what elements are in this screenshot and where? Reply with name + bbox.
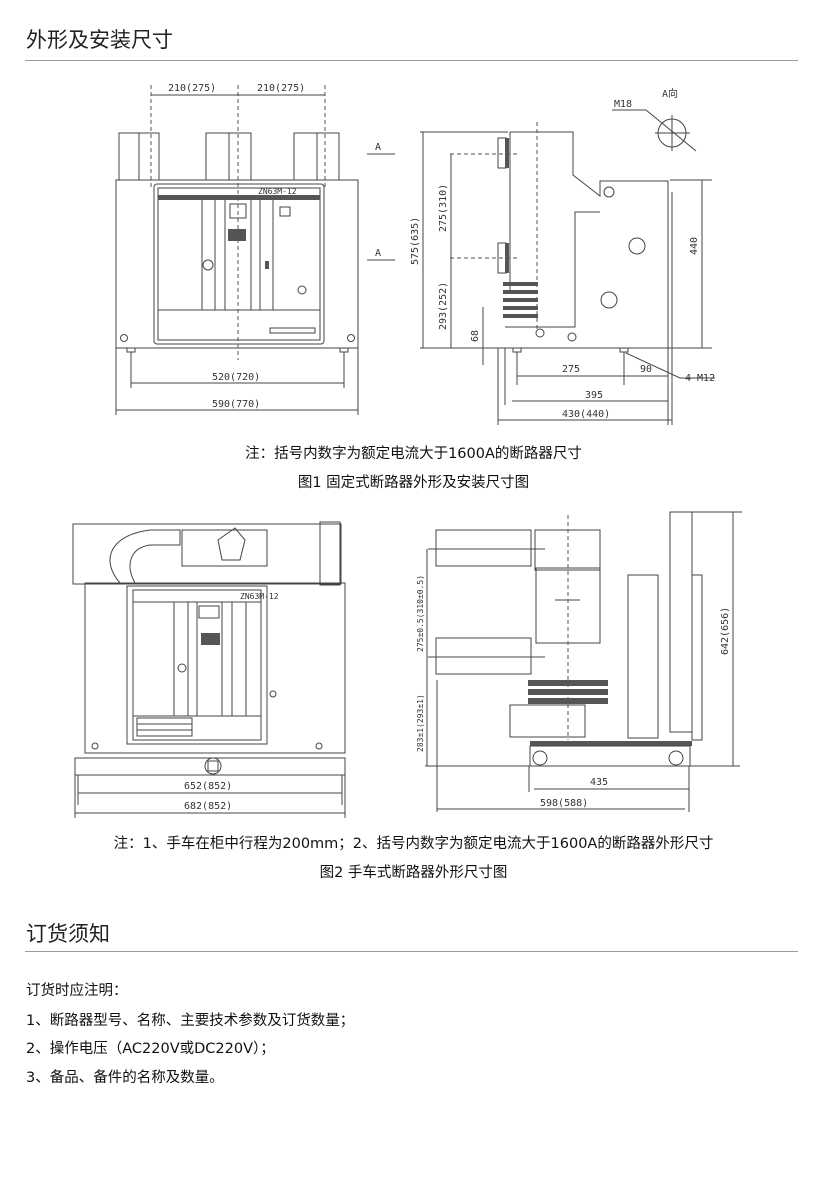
svg-text:435: 435 xyxy=(590,777,608,788)
svg-text:682(852): 682(852) xyxy=(184,801,232,812)
svg-text:210(275): 210(275) xyxy=(257,83,305,94)
figure1-front-view: 210(275) 210(275) ZN63M-12 520(720) 590(… xyxy=(115,83,395,415)
figure1-side-view: 575(635) 275(310) 293(252) 68 440 275 90… xyxy=(410,87,715,425)
svg-text:283±1(293±1): 283±1(293±1) xyxy=(416,694,425,752)
svg-text:A向: A向 xyxy=(662,87,678,100)
figure1-caption: 图1 固定式断路器外形及安装尺寸图 xyxy=(297,475,530,491)
svg-text:395: 395 xyxy=(585,390,603,401)
figure2-drawing: ZN63M-12 652(852) 682(852) xyxy=(72,511,742,818)
svg-text:590(770): 590(770) xyxy=(212,399,260,410)
svg-text:ZN63M-12: ZN63M-12 xyxy=(258,187,297,196)
svg-text:ZN63M-12: ZN63M-12 xyxy=(240,592,279,601)
ordering-intro: 订货时应注明： xyxy=(26,983,128,999)
svg-text:598(588): 598(588) xyxy=(540,798,588,809)
svg-text:275±0.5(310±0.5): 275±0.5(310±0.5) xyxy=(416,575,425,652)
svg-text:90: 90 xyxy=(640,364,652,375)
figure2-front-view: ZN63M-12 652(852) 682(852) xyxy=(72,521,346,818)
figure2-caption: 图2 手车式断路器外形尺寸图 xyxy=(319,865,508,881)
svg-text:520(720): 520(720) xyxy=(212,372,260,383)
svg-text:293(252): 293(252) xyxy=(438,282,449,330)
svg-text:A: A xyxy=(375,142,381,153)
svg-text:68: 68 xyxy=(470,330,481,342)
figure2-note: 注：1、手车在柜中行程为200mm；2、括号内数字为额定电流大于1600A的断路… xyxy=(113,836,714,852)
ordering-item-3: 3、备品、备件的名称及数量。 xyxy=(26,1070,224,1086)
svg-text:652(852): 652(852) xyxy=(184,781,232,792)
svg-text:275(310): 275(310) xyxy=(438,184,449,232)
section-title-ordering: 订货须知 xyxy=(26,922,110,946)
svg-text:440: 440 xyxy=(689,237,700,255)
svg-text:275: 275 xyxy=(562,364,580,375)
svg-text:642(656): 642(656) xyxy=(720,607,731,655)
figure2-side-view: 275±0.5(310±0.5) 283±1(293±1) 642(656) 4… xyxy=(416,511,742,812)
svg-text:A: A xyxy=(375,248,381,259)
svg-text:M18: M18 xyxy=(614,99,632,110)
svg-text:430(440): 430(440) xyxy=(562,409,610,420)
figure1-note: 注：括号内数字为额定电流大于1600A的断路器尺寸 xyxy=(245,446,582,462)
ordering-item-2: 2、操作电压（AC220V或DC220V）； xyxy=(26,1041,275,1057)
figure1-drawing: 210(275) 210(275) ZN63M-12 520(720) 590(… xyxy=(115,83,715,425)
svg-text:575(635): 575(635) xyxy=(410,217,421,265)
svg-text:4-M12: 4-M12 xyxy=(685,373,715,384)
svg-text:210(275): 210(275) xyxy=(168,83,216,94)
section-divider xyxy=(25,951,798,952)
section-divider xyxy=(25,60,798,61)
ordering-item-1: 1、断路器型号、名称、主要技术参数及订货数量； xyxy=(26,1013,355,1029)
section-title-dimensions: 外形及安装尺寸 xyxy=(26,28,173,52)
